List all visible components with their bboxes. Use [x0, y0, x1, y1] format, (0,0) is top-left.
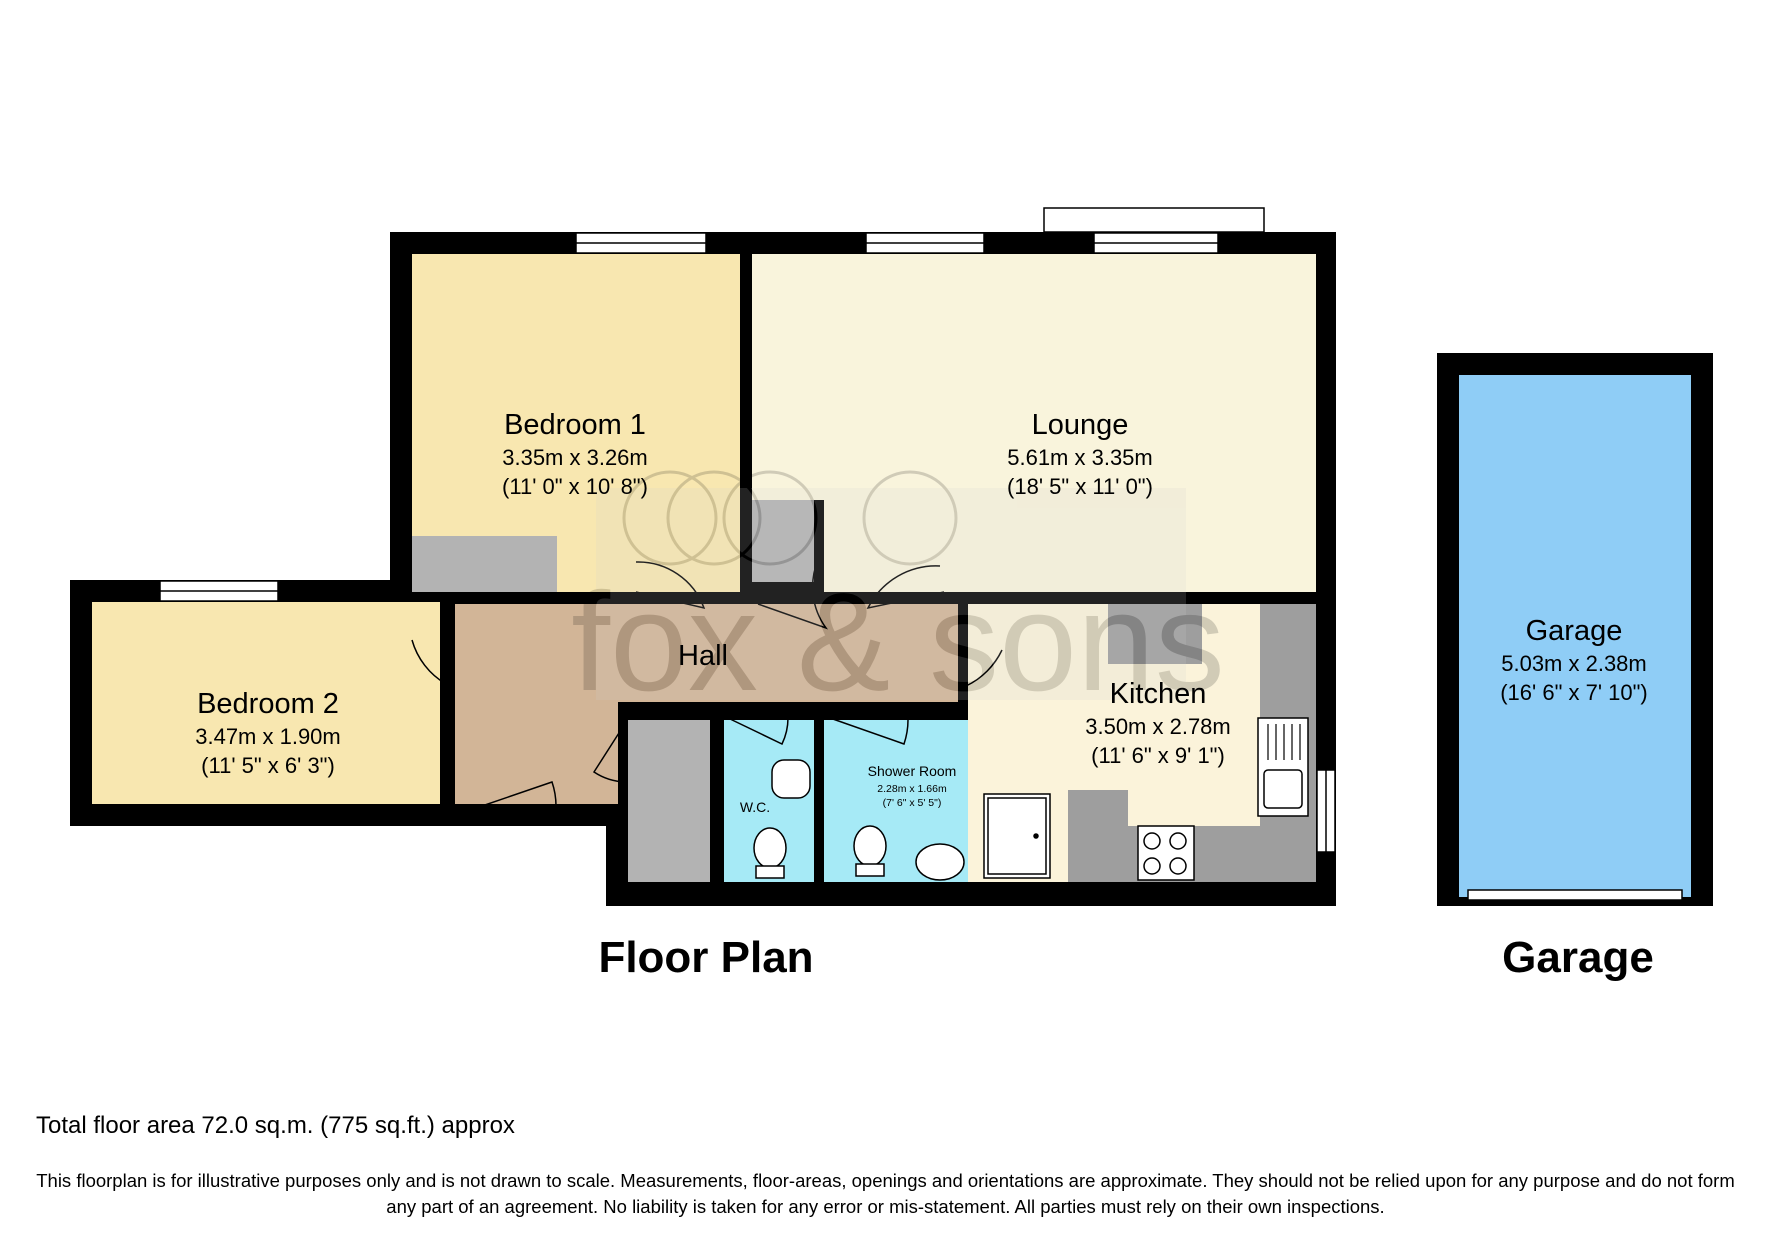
- lounge-metric: 5.61m x 3.35m: [1007, 445, 1153, 470]
- kitchen-name: Kitchen: [1110, 678, 1207, 710]
- bedroom1-imperial: (11' 0" x 10' 8"): [502, 474, 648, 499]
- floor-plan-title: Floor Plan: [598, 933, 813, 982]
- kitchen-metric: 3.50m x 2.78m: [1085, 714, 1231, 739]
- bedroom1-metric: 3.35m x 3.26m: [502, 445, 648, 470]
- wc-basin: [771, 759, 811, 799]
- bedroom2-metric: 3.47m x 1.90m: [195, 724, 341, 749]
- shower-toilet: [853, 825, 887, 867]
- shower-imperial: (7' 6" x 5' 5"): [883, 797, 942, 809]
- kitchen-chimney-breast: [1108, 604, 1202, 664]
- garage-name: Garage: [1526, 615, 1623, 647]
- shower-basin: [915, 843, 965, 881]
- kitchen-imperial: (11' 6" x 9' 1"): [1091, 743, 1225, 768]
- room-labels: Bedroom 1 3.35m x 3.26m (11' 0" x 10' 8"…: [195, 409, 1648, 815]
- shower-name: Shower Room: [868, 763, 957, 779]
- watermark: fox & sons: [571, 470, 1225, 720]
- lounge-floor: [752, 254, 1316, 592]
- garage-imperial: (16' 6" x 7' 10"): [1500, 680, 1648, 705]
- sink-drainer: [1267, 724, 1301, 760]
- hall-floor: [455, 604, 958, 702]
- garage-door: [1467, 889, 1683, 901]
- garage-metric: 5.03m x 2.38m: [1501, 651, 1647, 676]
- lounge-imperial: (18' 5" x 11' 0"): [1007, 474, 1153, 499]
- fixtures: [753, 717, 1309, 881]
- windows: [159, 207, 1683, 901]
- bedroom2-imperial: (11' 5" x 6' 3"): [201, 753, 335, 778]
- watermark-text: fox & sons: [571, 563, 1225, 720]
- door-swings: [411, 559, 1003, 807]
- disclaimer: This floorplan is for illustrative purpo…: [36, 1170, 1735, 1217]
- total-floor-area: Total floor area 72.0 sq.m. (775 sq.ft.)…: [36, 1112, 515, 1139]
- bedroom1-name: Bedroom 1: [504, 409, 646, 441]
- lower-left-outer-notch: [390, 826, 606, 906]
- kitchen-worktop-left: [1068, 790, 1128, 882]
- shower-tray: [983, 793, 1051, 879]
- wc-toilet: [753, 827, 787, 869]
- hall-cupboard: [628, 720, 710, 882]
- airing-cupboard-inner: [752, 500, 814, 582]
- garage-title: Garage: [1502, 933, 1654, 982]
- bedroom1-floor: [412, 254, 740, 592]
- bedroom2-floor: [92, 602, 440, 804]
- bedroom2-name: Bedroom 2: [197, 688, 339, 720]
- wc-name: W.C.: [740, 799, 770, 815]
- bedroom1-wardrobe: [412, 536, 557, 592]
- lounge-name: Lounge: [1032, 409, 1129, 441]
- shower-metric: 2.28m x 1.66m: [877, 783, 947, 795]
- balcony-rail: [1043, 207, 1265, 233]
- garage-floor: [1459, 375, 1691, 897]
- hall-name: Hall: [678, 640, 728, 672]
